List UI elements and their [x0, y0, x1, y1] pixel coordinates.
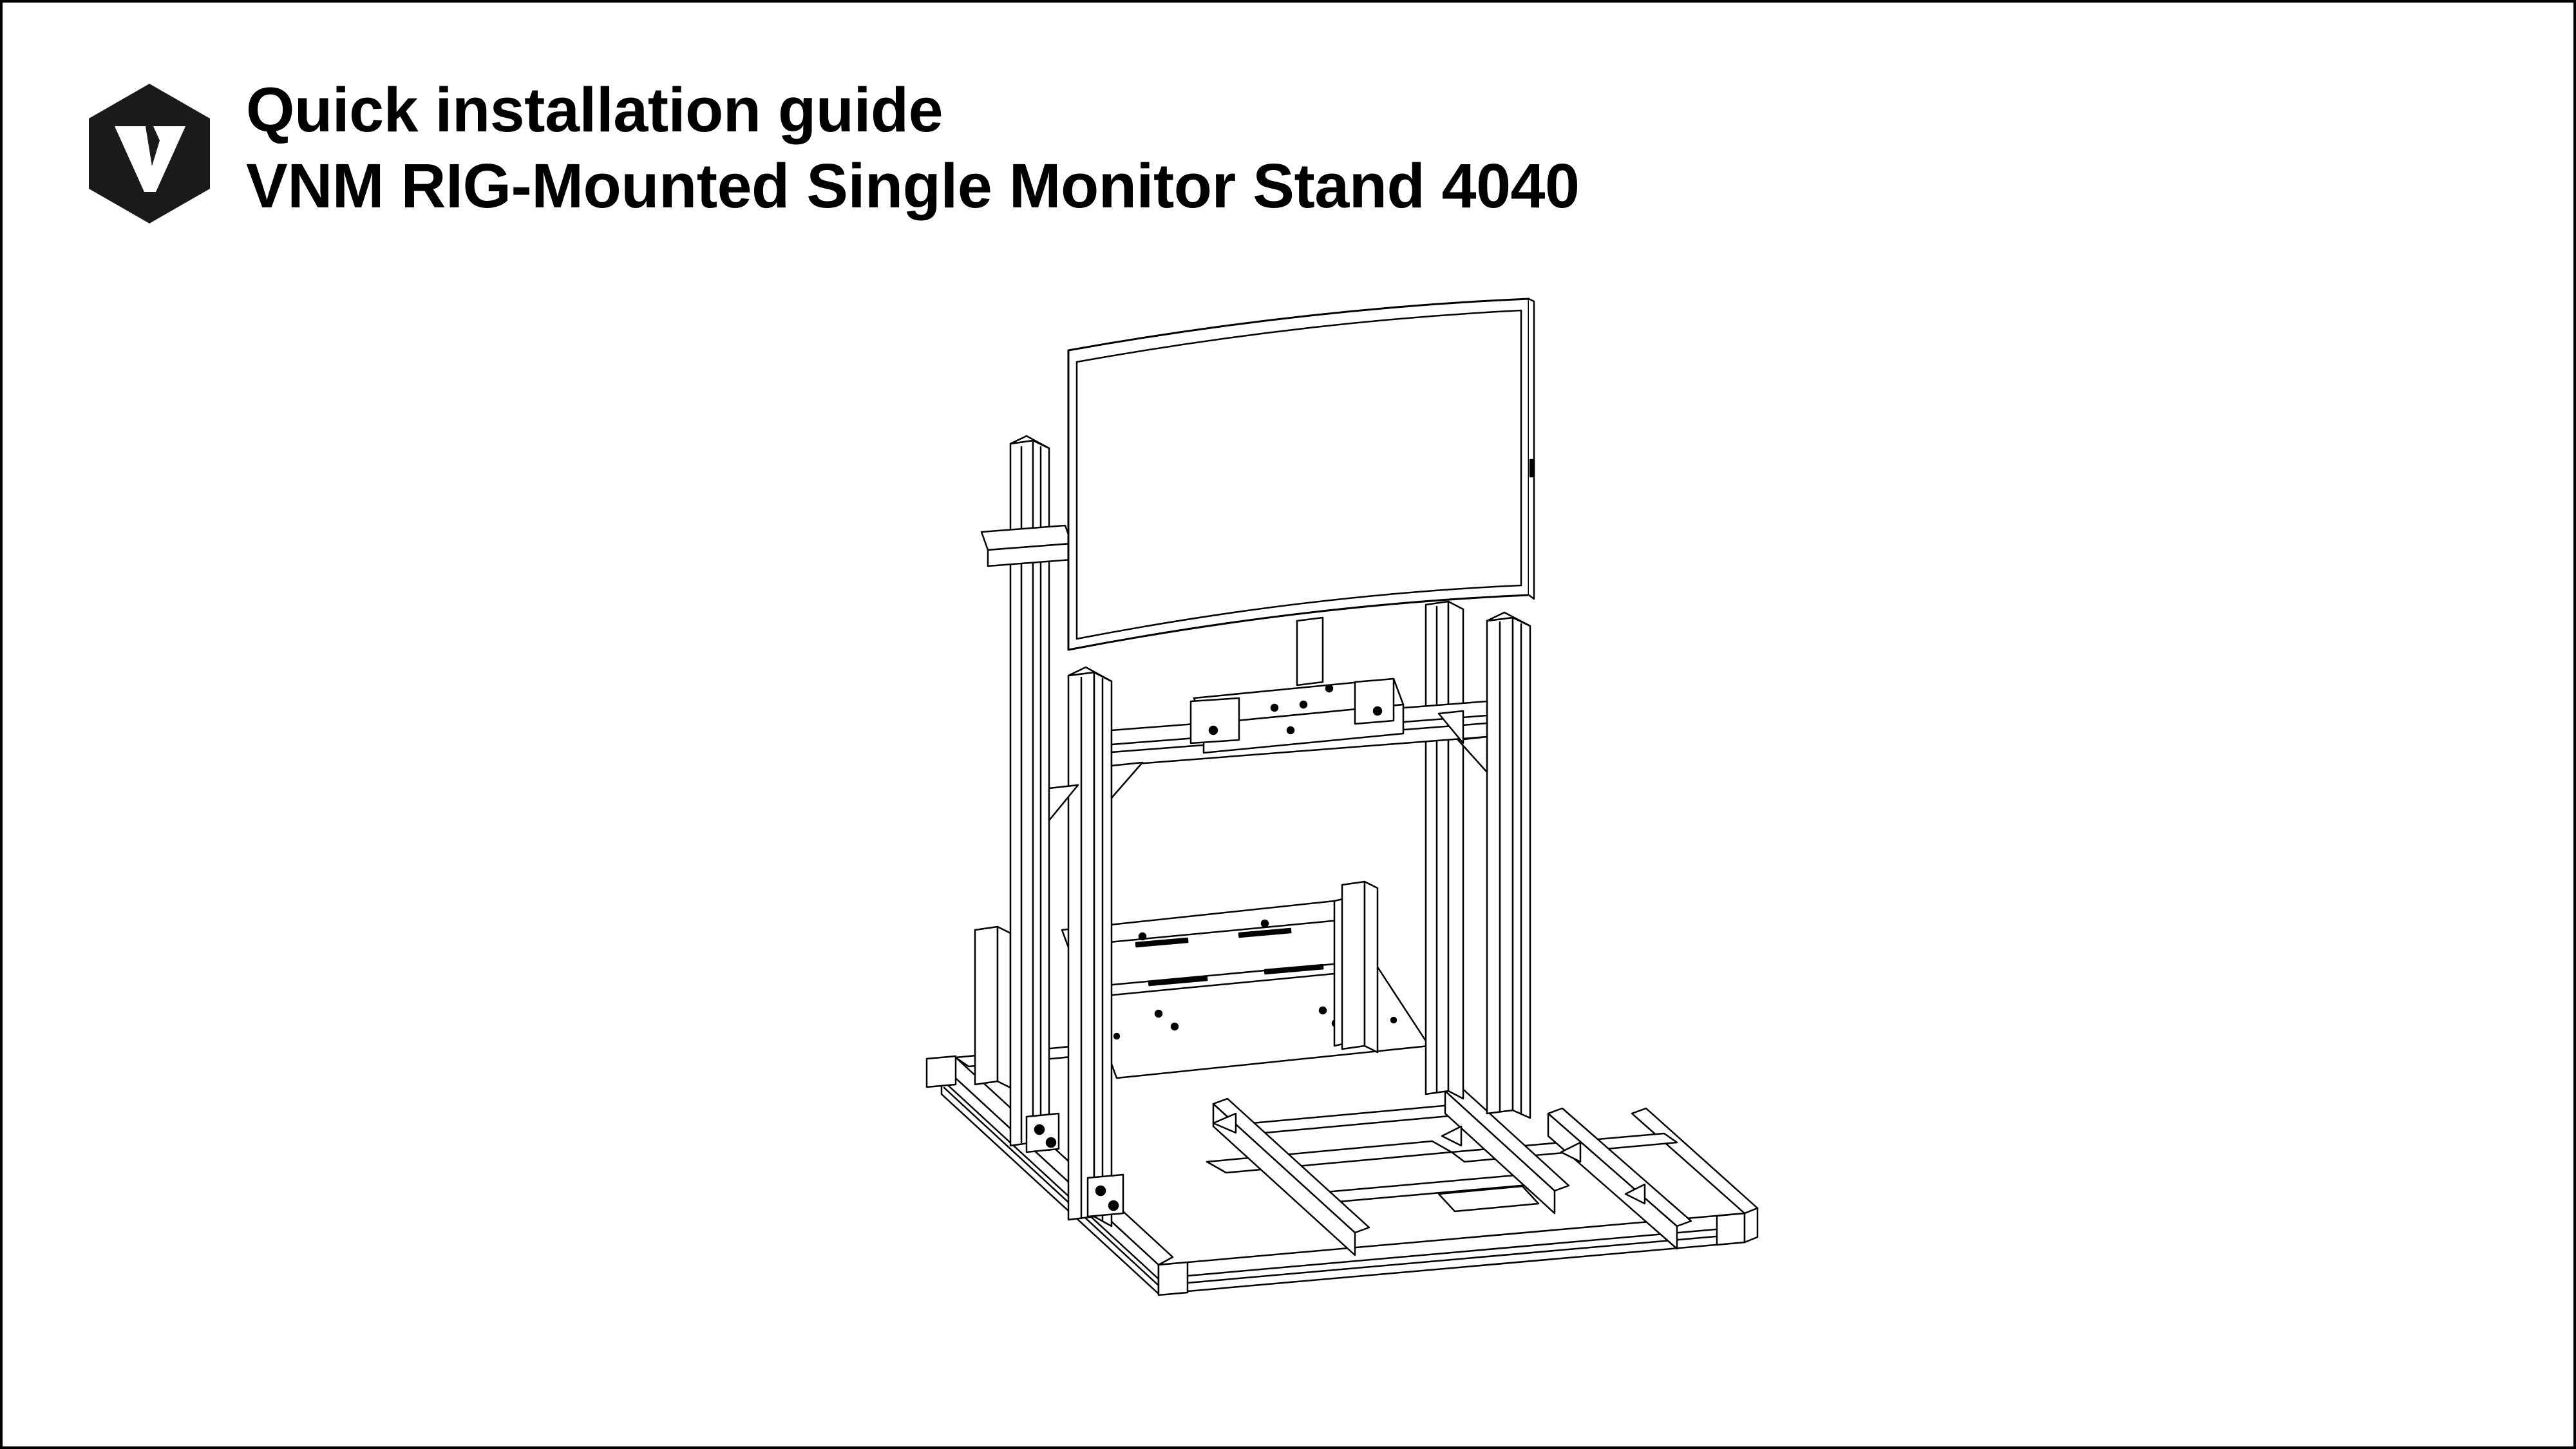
guide-title: Quick installation guide — [246, 75, 943, 145]
right-posts — [1425, 600, 1531, 1119]
vnm-logo-icon — [89, 84, 210, 223]
left-front-post — [1067, 666, 1124, 1227]
inner-rails — [1206, 1084, 1692, 1256]
plate-posts — [974, 880, 1379, 1089]
product-name: VNM RIG-Mounted Single Monitor Stand 404… — [246, 151, 1580, 221]
monitor — [1067, 298, 1535, 687]
monitor-stand-illustration — [925, 298, 1759, 1296]
vesa-mount — [1189, 677, 1405, 754]
title-block: Quick installation guide VNM RIG-Mounted… — [246, 72, 1580, 224]
